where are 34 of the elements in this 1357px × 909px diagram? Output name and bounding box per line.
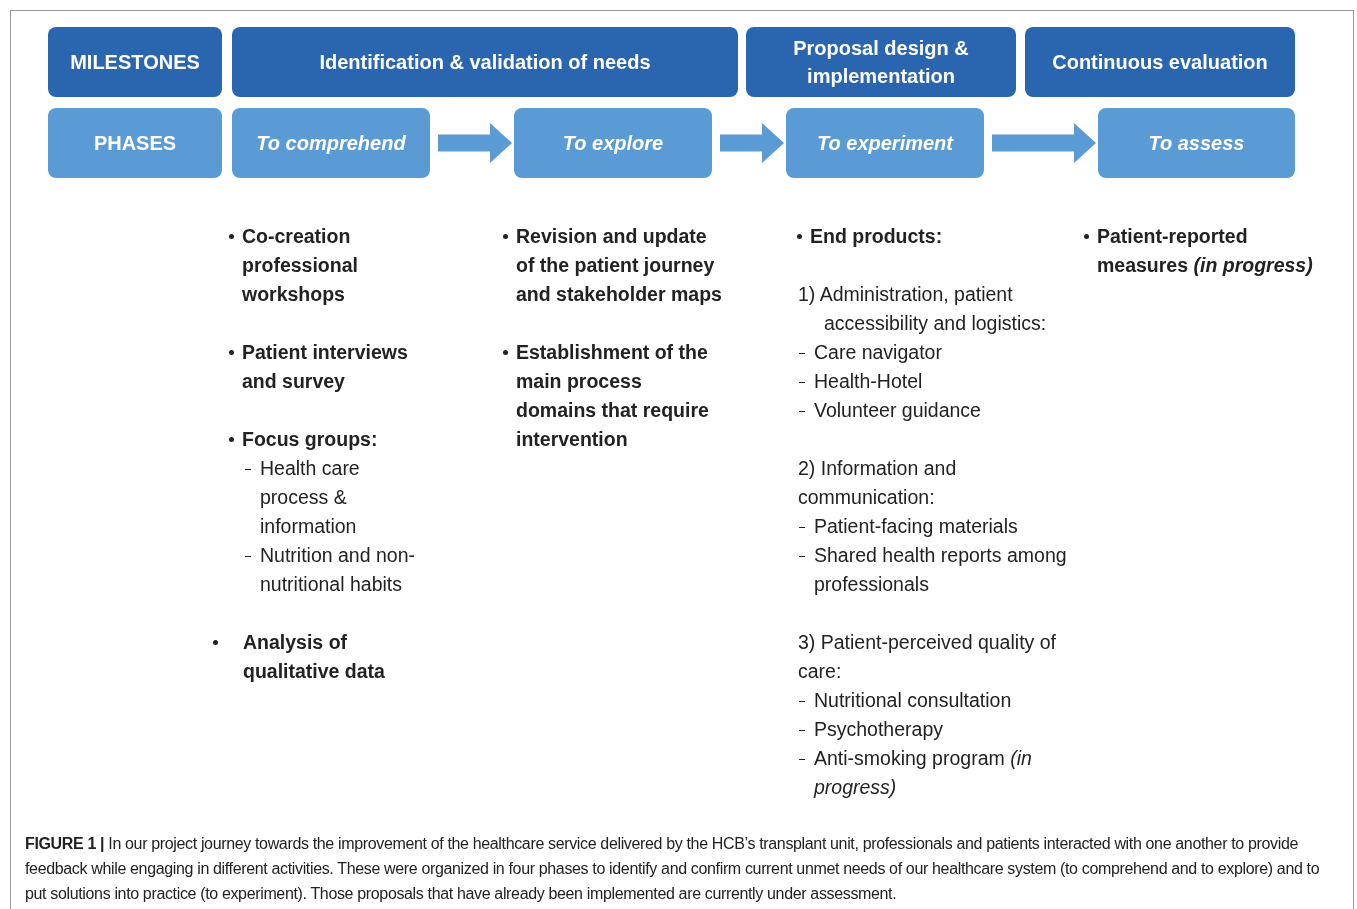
phase-box: To comprehend [232,108,430,178]
bullet-item: Analysis of qualitative data [210,628,428,686]
row-header: MILESTONES [48,27,222,97]
figure-caption: FIGURE 1 | In our project journey towards the improvement of the healthcare service delivered by the HCB’s transplant unit, professionals and patients interacted with one another to provide feedback while engaging in different activities. These were organized in four phases to identify and confirm current unmet needs of our healthcare system (to comprehend and to explore) and to put solutions into practice (to experiment). Those proposals that have already been implemented are currently under assessment. [25,834,1321,904]
block-arrow [992,123,1096,163]
block-arrow [720,123,784,163]
block-arrow [438,123,512,163]
dash-item: Volunteer guidance [796,396,981,425]
dash-item: Nutrition and non-nutritional habits [242,541,428,599]
phase-box: To assess [1098,108,1295,178]
dash-item: Psychotherapy [796,715,943,744]
milestone-box: Proposal design & implementation [746,27,1016,97]
dash-item: Health care process & information [242,454,428,541]
phase-box: To explore [514,108,712,178]
list-heading: 3) Patient-perceived quality of care: [798,630,1057,684]
dash-item: Health-Hotel [796,367,923,396]
bullet-item: Patient interviews and survey [228,338,428,396]
milestone-box: Identification & validation of needs [232,27,738,97]
dash-item: Care navigator [796,338,942,367]
phase-box: To experiment [786,108,984,178]
milestone-box: Continuous evaluation [1025,27,1295,97]
dash-item: Shared health reports among professionals [796,541,1081,599]
dash-item: Patient-facing materials [796,512,1018,541]
dash-item: Nutritional consultation [796,686,1012,715]
bullet-item: Focus groups: [228,425,378,454]
list-heading: 1) Administration, patient accessibility and logistics: [798,282,1048,336]
bullet-item: Co-creation professional workshops [228,222,428,309]
dash-item: Anti-smoking program (in progress) [796,744,1081,802]
bullet-item: End products: [796,222,943,251]
list-heading: 2) Information and communication: [798,456,958,510]
bullet-item: Revision and update of the patient journey and stakeholder maps [502,222,727,309]
bullet-item: Patient-reported measures (in progress) [1083,222,1338,280]
bullet-item: Establishment of the main process domains that require intervention [502,338,727,454]
row-header: PHASES [48,108,222,178]
